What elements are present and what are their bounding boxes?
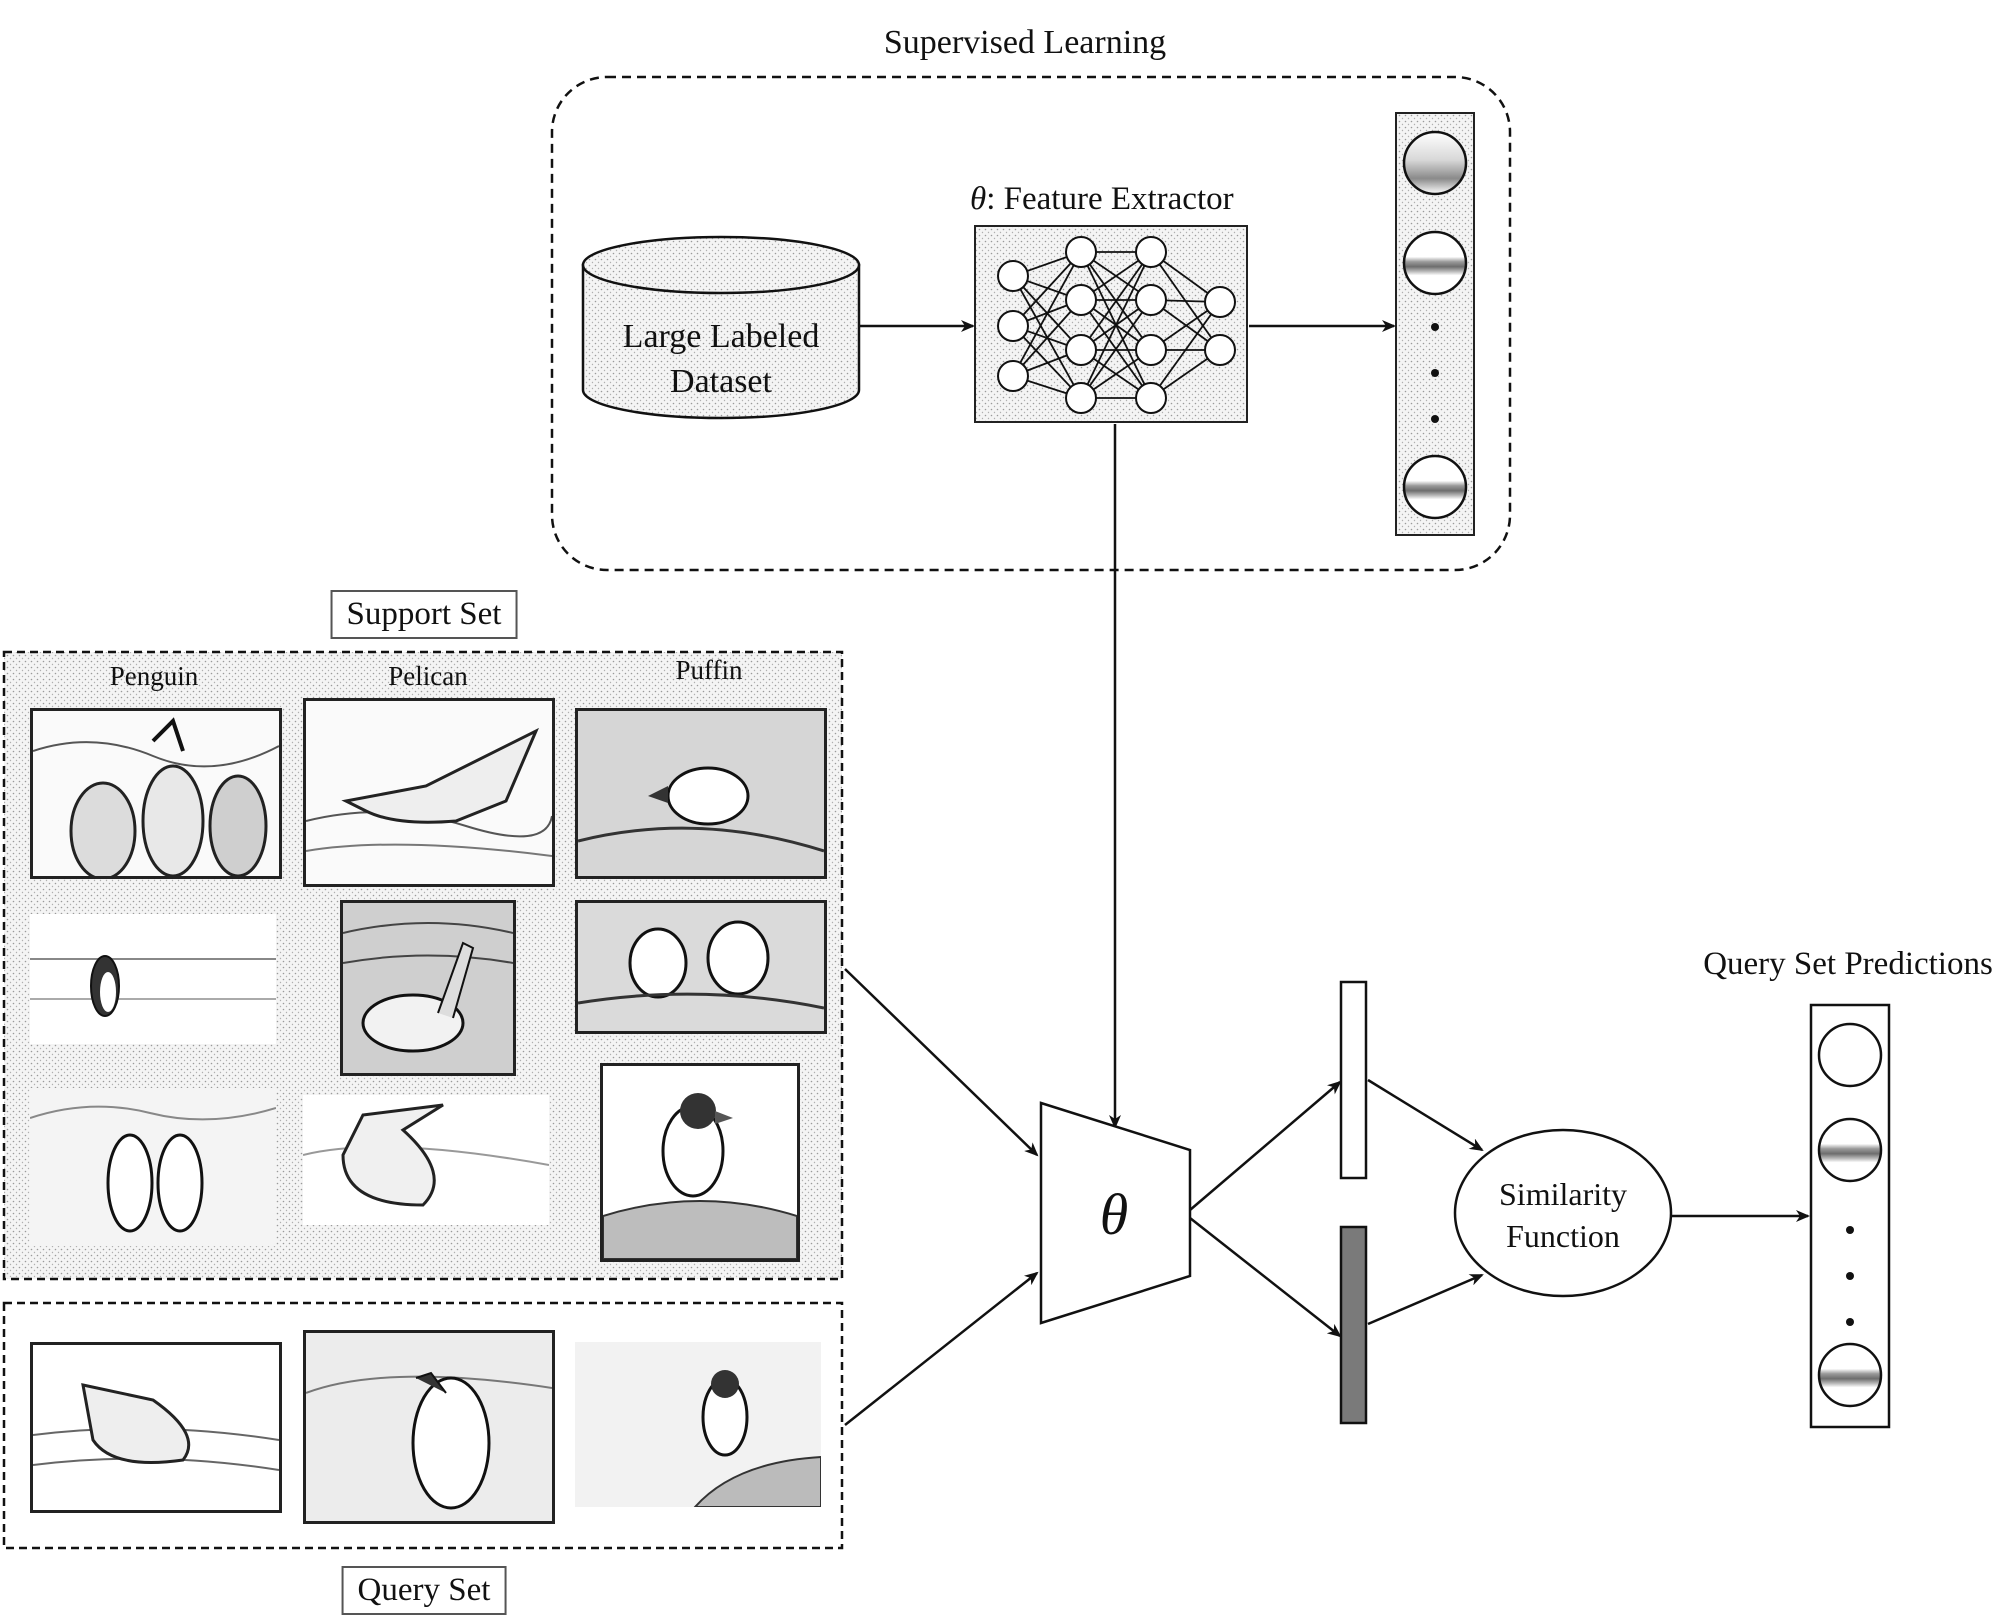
similarity-function-ellipse <box>1453 1128 1673 1298</box>
network-edge <box>1012 299 1082 377</box>
pelican-sketch <box>33 1345 279 1510</box>
network-neuron <box>1135 334 1167 366</box>
puffin-sketch <box>603 1066 797 1259</box>
large-labeled-dataset-cylinder <box>581 235 861 420</box>
prediction-node <box>1817 1022 1883 1088</box>
network-edge <box>1080 251 1152 399</box>
prediction-node <box>1817 1117 1883 1183</box>
network-edge <box>1080 299 1152 399</box>
prediction-node <box>1817 1342 1883 1408</box>
dot <box>1846 1226 1854 1234</box>
supervised-learning-title: Supervised Learning <box>883 24 1167 61</box>
query-feature-bar <box>1339 1225 1368 1425</box>
network-edge <box>1012 251 1082 377</box>
query-image-2 <box>303 1330 555 1524</box>
network-edge <box>1012 325 1082 399</box>
query-set-title: Query Set <box>341 1566 507 1615</box>
support-image-penguin-1 <box>30 708 282 879</box>
arrow-support-feature-to-similarity <box>1367 1078 1484 1152</box>
penguin-sketch <box>30 914 276 1044</box>
support-image-penguin-3 <box>30 1088 276 1246</box>
feature-extractor-network <box>974 225 1248 423</box>
network-neuron <box>997 360 1029 392</box>
network-neuron <box>1135 236 1167 268</box>
model-theta-symbol: θ <box>1099 1182 1129 1247</box>
pelican-sketch <box>343 903 513 1073</box>
network-edge <box>1012 251 1082 327</box>
dot <box>1846 1272 1854 1280</box>
support-image-puffin-2 <box>575 900 827 1034</box>
class-label-pelican: Pelican <box>388 661 468 691</box>
penguin-sketch <box>30 1088 276 1246</box>
pelican-sketch <box>306 727 552 857</box>
arrow-model-to-feature-bottom <box>1189 1217 1342 1338</box>
network-neuron <box>1065 382 1097 414</box>
output-node <box>1402 454 1468 520</box>
dot <box>1431 415 1439 423</box>
network-neuron <box>997 260 1029 292</box>
support-image-puffin-3 <box>600 1063 800 1262</box>
penguin-sketch <box>33 717 279 876</box>
support-set-title: Support Set <box>330 590 518 639</box>
support-image-pelican-1 <box>303 698 555 887</box>
dot <box>1846 1318 1854 1326</box>
penguin-sketch <box>306 1333 552 1521</box>
network-neuron <box>997 310 1029 342</box>
support-image-pelican-3 <box>303 1095 549 1225</box>
puffin-sketch <box>578 903 824 1031</box>
pelican-sketch <box>303 1095 549 1225</box>
network-neuron <box>1065 236 1097 268</box>
network-edge <box>1150 301 1221 399</box>
arrow-query-to-model <box>844 1271 1039 1426</box>
supervised-learning-box <box>550 75 1512 572</box>
query-image-3 <box>575 1342 821 1507</box>
network-neuron <box>1204 334 1236 366</box>
support-image-penguin-2 <box>30 914 276 1044</box>
output-node <box>1402 230 1468 296</box>
arrow-model-to-feature-top <box>1189 1080 1342 1211</box>
class-label-penguin: Penguin <box>109 661 199 691</box>
model-trapezoid <box>1039 1101 1192 1325</box>
query-predictions-title: Query Set Predictions <box>1703 946 1993 982</box>
arrow-support-to-model <box>844 968 1039 1157</box>
support-feature-bar <box>1339 980 1368 1180</box>
network-neuron <box>1135 382 1167 414</box>
class-label-puffin: Puffin <box>675 655 743 685</box>
query-image-1 <box>30 1342 282 1513</box>
dataset-label-line2: Dataset <box>670 363 772 400</box>
network-neuron <box>1065 334 1097 366</box>
dataset-label-line1: Large Labeled <box>622 318 820 355</box>
arrow-query-feature-to-similarity <box>1367 1273 1484 1326</box>
puffin-sketch <box>575 1342 821 1507</box>
network-neuron <box>1135 284 1167 316</box>
similarity-label-line2: Function <box>1506 1218 1620 1254</box>
dot <box>1431 323 1439 331</box>
feature-extractor-text: : Feature Extractor <box>986 181 1234 217</box>
similarity-label-line1: Similarity <box>1499 1176 1627 1212</box>
puffin-sketch <box>578 711 824 876</box>
network-neuron <box>1204 286 1236 318</box>
supervised-output-vector <box>1395 112 1475 536</box>
feature-extractor-label: θ: Feature Extractor <box>970 183 1234 216</box>
support-image-pelican-2 <box>340 900 516 1076</box>
network-neuron <box>1065 284 1097 316</box>
dot <box>1431 369 1439 377</box>
network-edge <box>1080 251 1152 351</box>
support-image-puffin-1 <box>575 708 827 879</box>
output-node <box>1402 130 1468 196</box>
query-predictions-vector <box>1809 1003 1891 1429</box>
theta-symbol: θ <box>970 181 987 217</box>
